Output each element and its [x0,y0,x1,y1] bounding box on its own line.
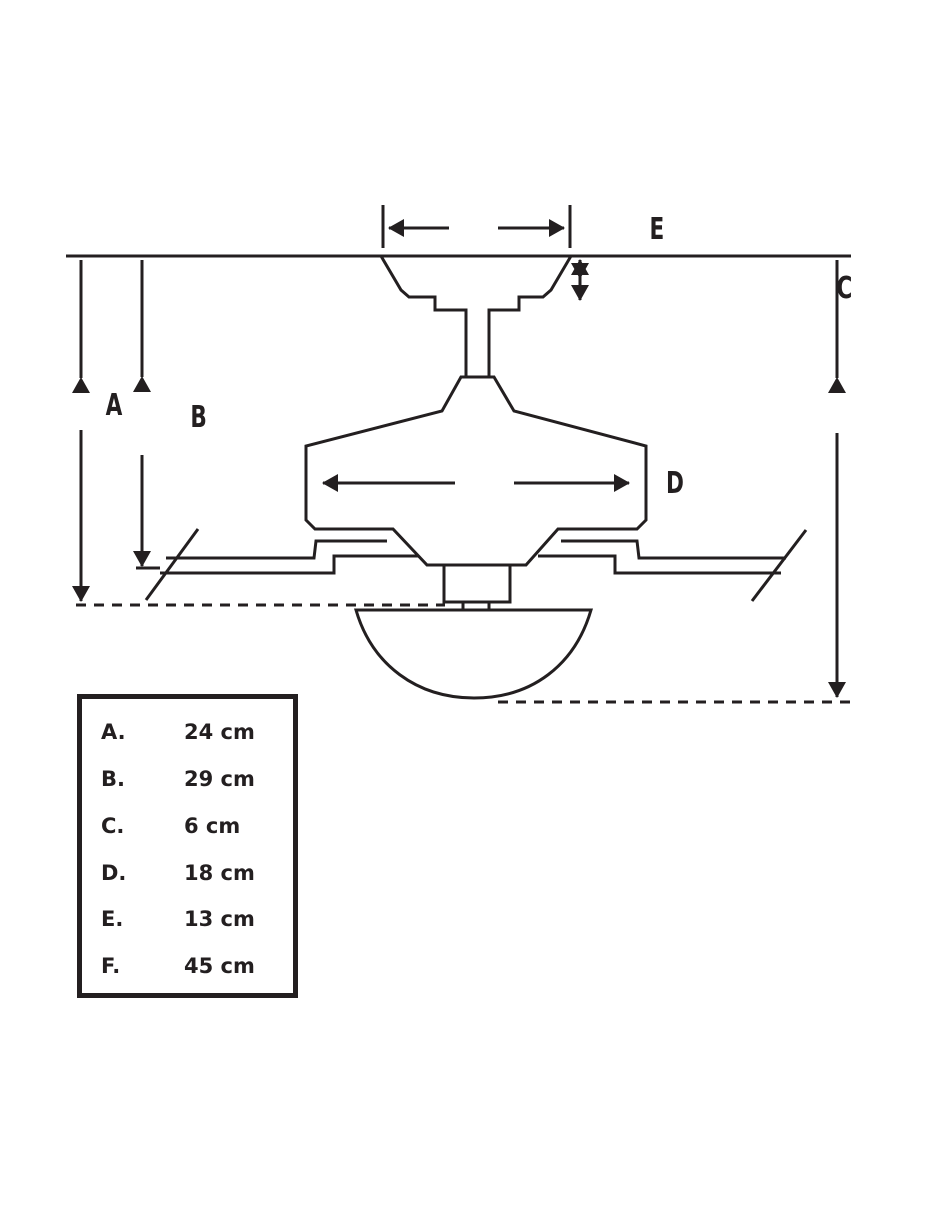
light-bowl [354,608,593,700]
legend-letter: C. [101,814,125,838]
canopy [379,255,468,376]
canopy-right [487,255,573,376]
blade-right-bottom [538,554,781,575]
dimension-label-d: D [666,467,684,501]
motor-housing [304,375,648,567]
legend-row: D. 18 cm [82,861,293,891]
legend-row: E. 13 cm [82,907,293,937]
legend-letter: B. [101,767,125,791]
blade-left-tip [144,528,200,601]
legend-value: 29 cm [184,767,255,791]
blade-left-top [166,539,387,560]
blade-right-tip [750,529,808,602]
blade-right-top [561,539,786,560]
dimension-label-e: E [650,213,665,247]
legend-row: A. 24 cm [82,720,293,750]
legend-value: 24 cm [184,720,255,744]
legend-letter: D. [101,861,127,885]
dimension-label-c: C [836,272,852,306]
blade-left-bottom [160,554,419,575]
legend-row: B. 29 cm [82,767,293,797]
legend-letter: E. [101,907,124,931]
legend-value: 13 cm [184,907,255,931]
legend-letter: F. [101,954,121,978]
legend-value: 6 cm [184,814,241,838]
legend-row: C. 6 cm [82,814,293,844]
dimension-label-a: A [106,389,123,423]
switch-housing [442,563,512,604]
legend-value: 45 cm [184,954,255,978]
dimension-label-b: B [190,401,206,435]
legend-letter: A. [101,720,126,744]
legend-value: 18 cm [184,861,255,885]
legend-row: F. 45 cm [82,954,293,984]
dimension-legend: A. 24 cm B. 29 cm C. 6 cm D. 18 cm E. 13… [77,694,298,998]
